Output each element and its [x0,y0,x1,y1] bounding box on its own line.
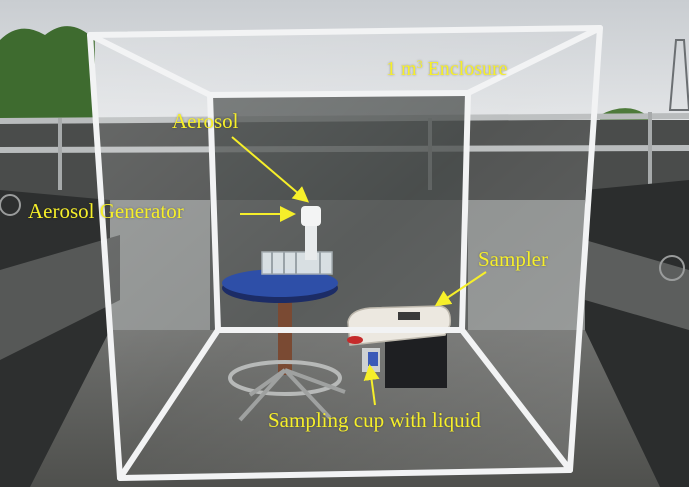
antenna-tower [668,39,689,111]
aerosol-arrow [231,136,310,203]
tube-rack [261,251,333,275]
aerosol-generator-label: Aerosol Generator [28,199,184,223]
trees [0,26,95,125]
sampling-cup-label: Sampling cup with liquid [268,408,481,432]
annotation-arrows [231,136,487,406]
cup-arrow [363,364,380,406]
aerosol-label: Aerosol [172,109,239,133]
sampler-arrow [434,271,487,307]
stool [222,269,346,422]
sampler-label: Sampler [478,247,548,271]
aerosol-generator [301,206,321,260]
sampler-device [347,305,452,388]
enclosure-film [90,28,600,478]
enclosure-frame [87,25,603,481]
enclosure-label: 1 m3 Enclosure [386,57,508,80]
